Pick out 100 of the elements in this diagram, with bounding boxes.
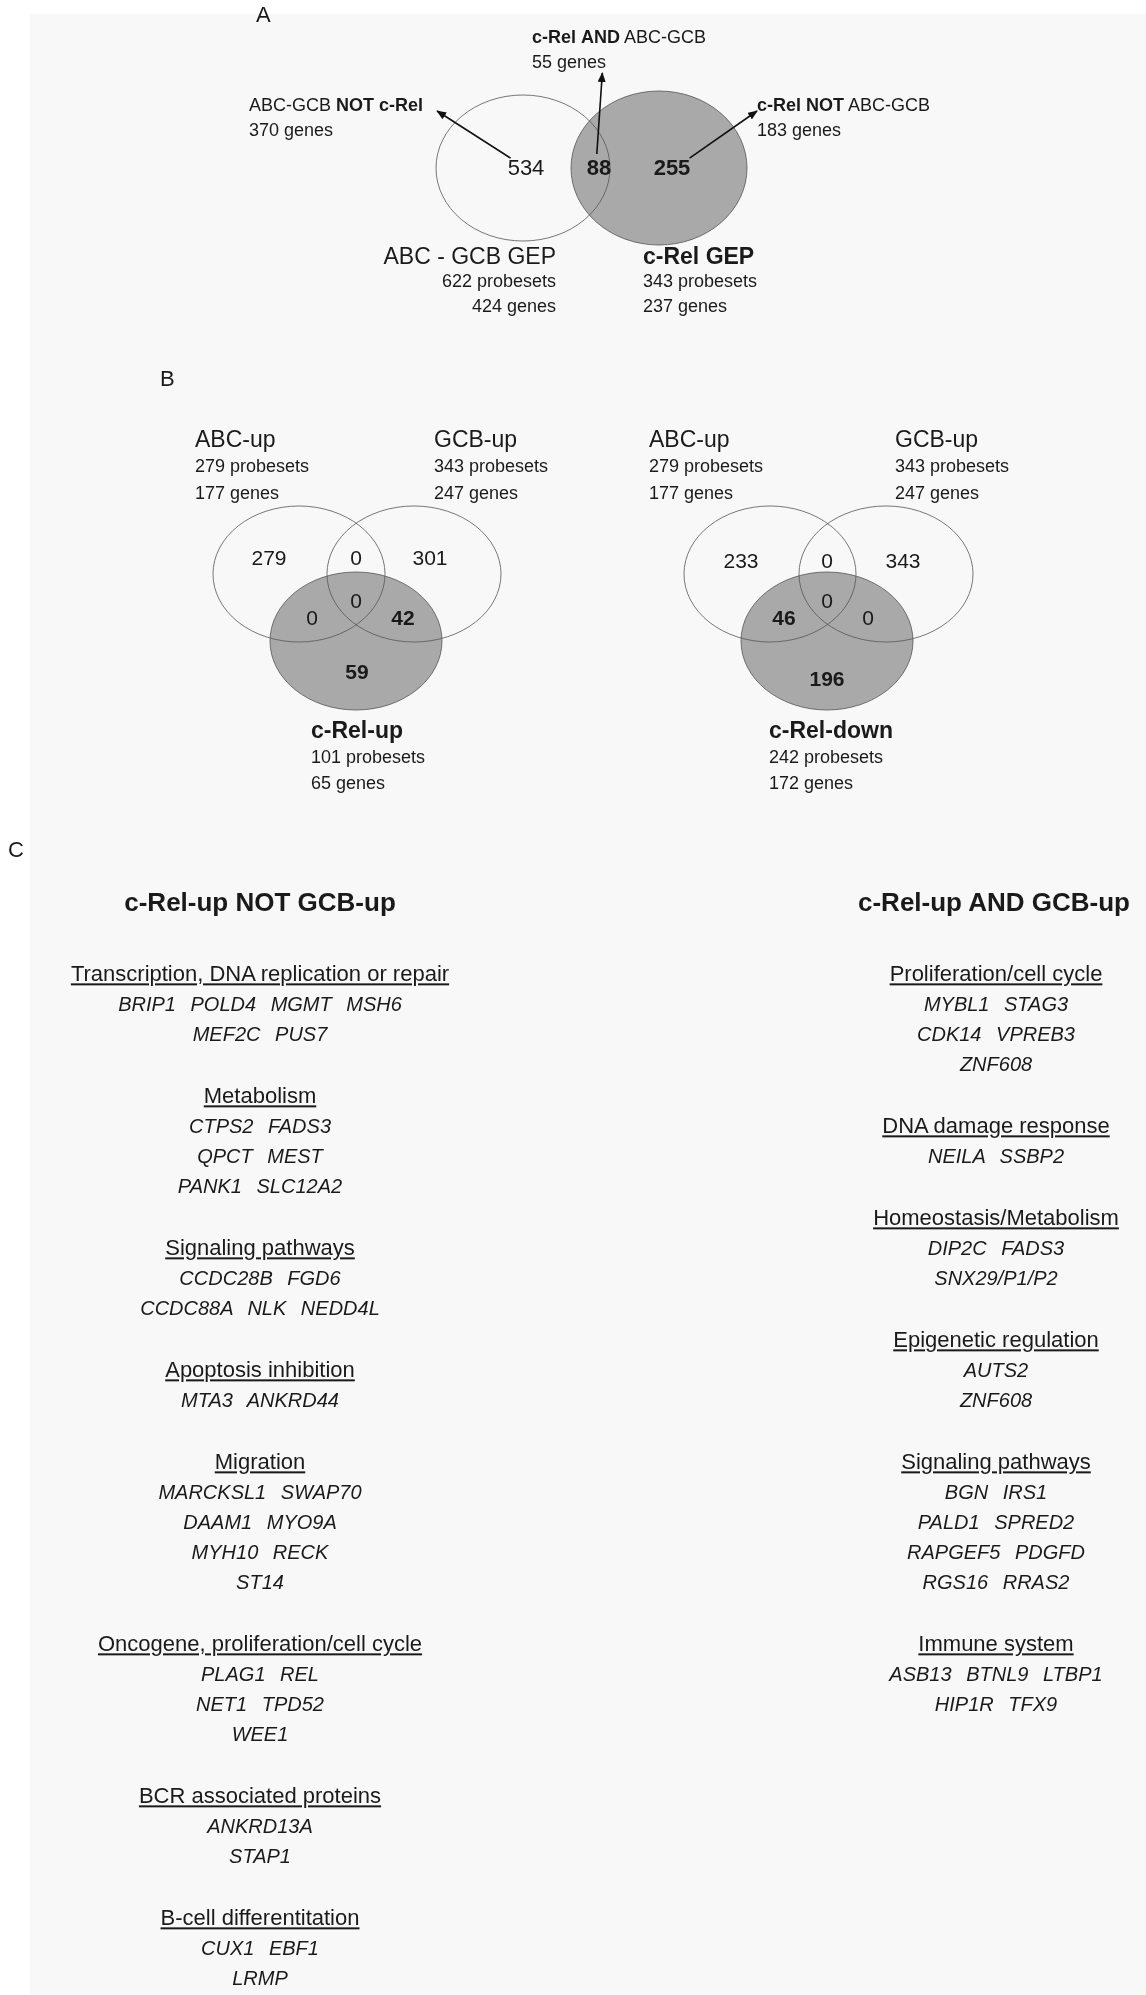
region-count: 42 (391, 605, 415, 631)
gene-list: STAP1 (229, 1844, 291, 1868)
region-count: 534 (507, 155, 545, 181)
region-count: 0 (350, 545, 362, 571)
panel-letter: A (256, 2, 271, 28)
category-heading: Oncogene, proliferation/cell cycle (97, 1631, 423, 1657)
region-count: 0 (306, 605, 318, 631)
gene-list: AUTS2 (963, 1358, 1029, 1382)
count-text: 237 genes (643, 295, 728, 317)
set-title: c-Rel-up (311, 716, 403, 744)
gene-list: NEILA SSBP2 (927, 1144, 1065, 1168)
gene-list: RAPGEF5 PDGFD (907, 1540, 1085, 1564)
region-count: 59 (345, 659, 369, 685)
category-heading: B-cell differentitation (160, 1905, 360, 1931)
count-text: 424 genes (471, 295, 556, 317)
gene-list: MTA3 ANKRD44 (181, 1388, 339, 1412)
region-count: 46 (772, 605, 796, 631)
category-heading: Apoptosis inhibition (165, 1357, 355, 1383)
gene-list: CTPS2 FADS3 (189, 1114, 331, 1138)
gene-list: CUX1 EBF1 (201, 1936, 319, 1960)
count-text: 101 probesets (311, 746, 426, 768)
gene-list: RGS16 RRAS2 (922, 1570, 1070, 1594)
gene-list: ST14 (236, 1570, 284, 1594)
gene-list: NET1 TPD52 (196, 1692, 324, 1716)
panel-letter: B (160, 366, 175, 392)
region-count: 196 (809, 666, 845, 692)
count-text: 65 genes (311, 772, 386, 794)
category-heading: BCR associated proteins (138, 1783, 382, 1809)
gene-list: LRMP (232, 1966, 288, 1990)
count-text: 172 genes (769, 772, 854, 794)
region-count: 343 (885, 548, 921, 574)
gene-list: ANKRD13A (207, 1814, 313, 1838)
column-heading: c-Rel-up NOT GCB-up (124, 888, 396, 918)
gene-list: MEF2C PUS7 (192, 1022, 328, 1046)
count-text: 177 genes (649, 482, 734, 504)
region-count: 0 (821, 588, 833, 614)
callout-text: ABC-GCB NOT c-Rel (249, 94, 424, 116)
arrow (688, 110, 758, 159)
category-heading: Homeostasis/Metabolism (873, 1205, 1119, 1231)
category-heading: Epigenetic regulation (893, 1327, 1099, 1353)
category-heading: Immune system (918, 1631, 1074, 1657)
gene-list: CDK14 VPREB3 (917, 1022, 1075, 1046)
set-title: ABC-up (195, 425, 276, 453)
gene-list: QPCT MEST (197, 1144, 323, 1168)
count-text: 343 probesets (434, 455, 549, 477)
gene-list: ZNF608 (959, 1388, 1033, 1412)
gene-list: CCDC88A NLK NEDD4L (140, 1296, 380, 1320)
category-heading: Metabolism (203, 1083, 317, 1109)
category-heading: Proliferation/cell cycle (889, 961, 1103, 987)
category-heading: DNA damage response (882, 1113, 1110, 1139)
gene-list: HIP1R TFX9 (934, 1692, 1058, 1716)
gene-list: BRIP1 POLD4 MGMT MSH6 (118, 992, 402, 1016)
count-text: 247 genes (895, 482, 980, 504)
callout-text: c-Rel AND ABC-GCB (532, 26, 707, 48)
gene-list: MYBL1 STAG3 (923, 992, 1069, 1016)
set-title: ABC-up (649, 425, 730, 453)
gene-list: SNX29/P1/P2 (934, 1266, 1058, 1290)
gene-list: ZNF608 (959, 1052, 1033, 1076)
region-count: 88 (586, 155, 612, 181)
set-title: c-Rel GEP (643, 242, 755, 270)
gene-list: DIP2C FADS3 (927, 1236, 1065, 1260)
gene-list: MARCKSL1 SWAP70 (158, 1480, 362, 1504)
region-count: 279 (251, 545, 287, 571)
gene-list: PANK1 SLC12A2 (177, 1174, 343, 1198)
gene-list: PALD1 SPRED2 (917, 1510, 1075, 1534)
category-heading: Transcription, DNA replication or repair (70, 961, 450, 987)
count-text: 370 genes (249, 119, 334, 141)
callout-text: c-Rel NOT ABC-GCB (757, 94, 931, 116)
column-heading: c-Rel-up AND GCB-up (858, 888, 1130, 918)
panel-letter: C (8, 837, 24, 863)
count-text: 279 probesets (649, 455, 764, 477)
set-title: ABC - GCB GEP (383, 242, 556, 270)
gene-list: BGN IRS1 (944, 1480, 1048, 1504)
gene-list: WEE1 (231, 1722, 289, 1746)
gene-list: DAAM1 MYO9A (183, 1510, 337, 1534)
count-text: 343 probesets (895, 455, 1010, 477)
count-text: 343 probesets (643, 270, 758, 292)
region-count: 301 (412, 545, 448, 571)
region-count: 255 (653, 155, 691, 181)
region-count: 233 (723, 548, 759, 574)
count-text: 622 probesets (441, 270, 556, 292)
arrow (436, 110, 512, 159)
region-count: 0 (862, 605, 874, 631)
count-text: 242 probesets (769, 746, 884, 768)
count-text: 247 genes (434, 482, 519, 504)
set-title: c-Rel-down (769, 716, 893, 744)
gene-list: ASB13 BTNL9 LTBP1 (889, 1662, 1103, 1686)
count-text: 183 genes (757, 119, 842, 141)
set-title: GCB-up (895, 425, 979, 453)
set-title: GCB-up (434, 425, 518, 453)
gene-list: PLAG1 REL (201, 1662, 319, 1686)
category-heading: Migration (214, 1449, 306, 1475)
gene-list: MYH10 RECK (191, 1540, 329, 1564)
count-text: 55 genes (532, 51, 607, 73)
gene-list: CCDC28B FGD6 (179, 1266, 341, 1290)
region-count: 0 (350, 588, 362, 614)
count-text: 177 genes (195, 482, 280, 504)
category-heading: Signaling pathways (901, 1449, 1091, 1475)
count-text: 279 probesets (195, 455, 310, 477)
category-heading: Signaling pathways (165, 1235, 355, 1261)
